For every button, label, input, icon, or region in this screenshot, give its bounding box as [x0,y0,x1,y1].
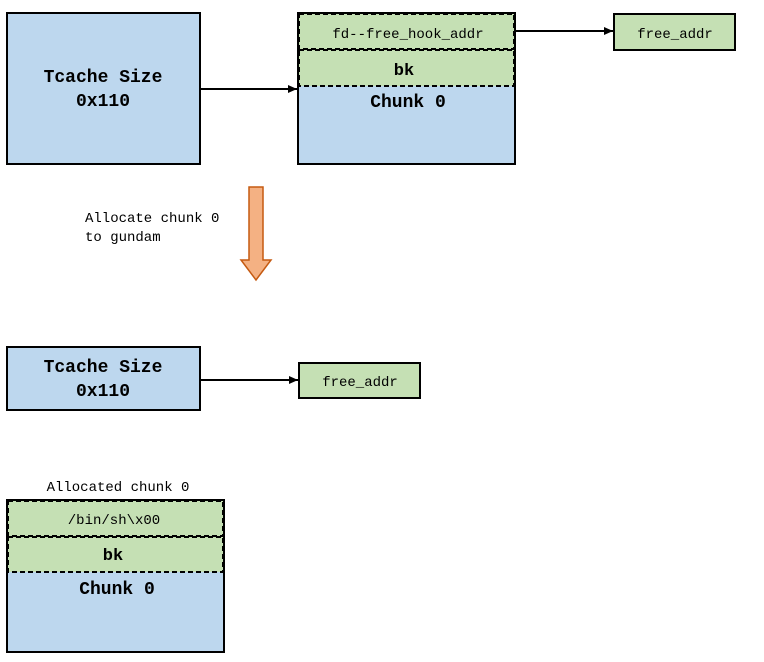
allocated-chunk-data-label: /bin/sh\x00 [68,513,160,529]
allocated-chunk-title: Chunk 0 [79,580,155,600]
allocated-chunk: /bin/sh\x00 bk Chunk 0 [6,499,225,653]
top-chunk-bk-label: bk [394,62,414,81]
allocated-chunk-bk-label: bk [103,547,123,566]
bottom-free-addr-label: free_addr [322,375,398,391]
top-chunk: fd--free_hook_addr bk Chunk 0 [297,12,516,165]
top-chunk-fd-label: fd--free_hook_addr [332,27,483,43]
down-arrow [239,186,273,282]
top-free-addr-box: free_addr [613,13,736,51]
allocated-chunk-caption: Allocated chunk 0 [47,480,190,496]
top-tcache-box: Tcache Size 0x110 [6,12,201,165]
transition-caption-line2: to gundam [85,230,161,246]
bottom-tcache-line1: Tcache Size [44,358,163,378]
bottom-tcache-line2: 0x110 [76,382,130,402]
bottom-tcache-box: Tcache Size 0x110 [6,346,201,411]
bottom-free-addr-box: free_addr [298,362,421,399]
top-chunk-title: Chunk 0 [370,93,446,113]
top-tcache-line2: 0x110 [76,92,130,112]
top-tcache-line1: Tcache Size [44,68,163,88]
transition-caption-line1: Allocate chunk 0 [85,211,219,227]
top-free-addr-label: free_addr [637,27,713,43]
